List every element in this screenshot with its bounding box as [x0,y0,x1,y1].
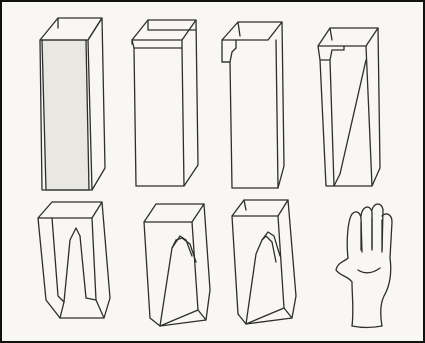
panel-6-block-finger-wedge [144,204,210,326]
panel-2-block-top-cut [132,20,198,186]
panel-5-block-thumb-split [38,202,110,318]
panel-8-hand [336,204,392,328]
panel-7-block-finger-wedge-refined [232,200,296,324]
panel-4-block-diagonal-cut [318,28,380,186]
panel-1-block [40,18,105,190]
panel-3-block-corner-cut [222,22,284,188]
